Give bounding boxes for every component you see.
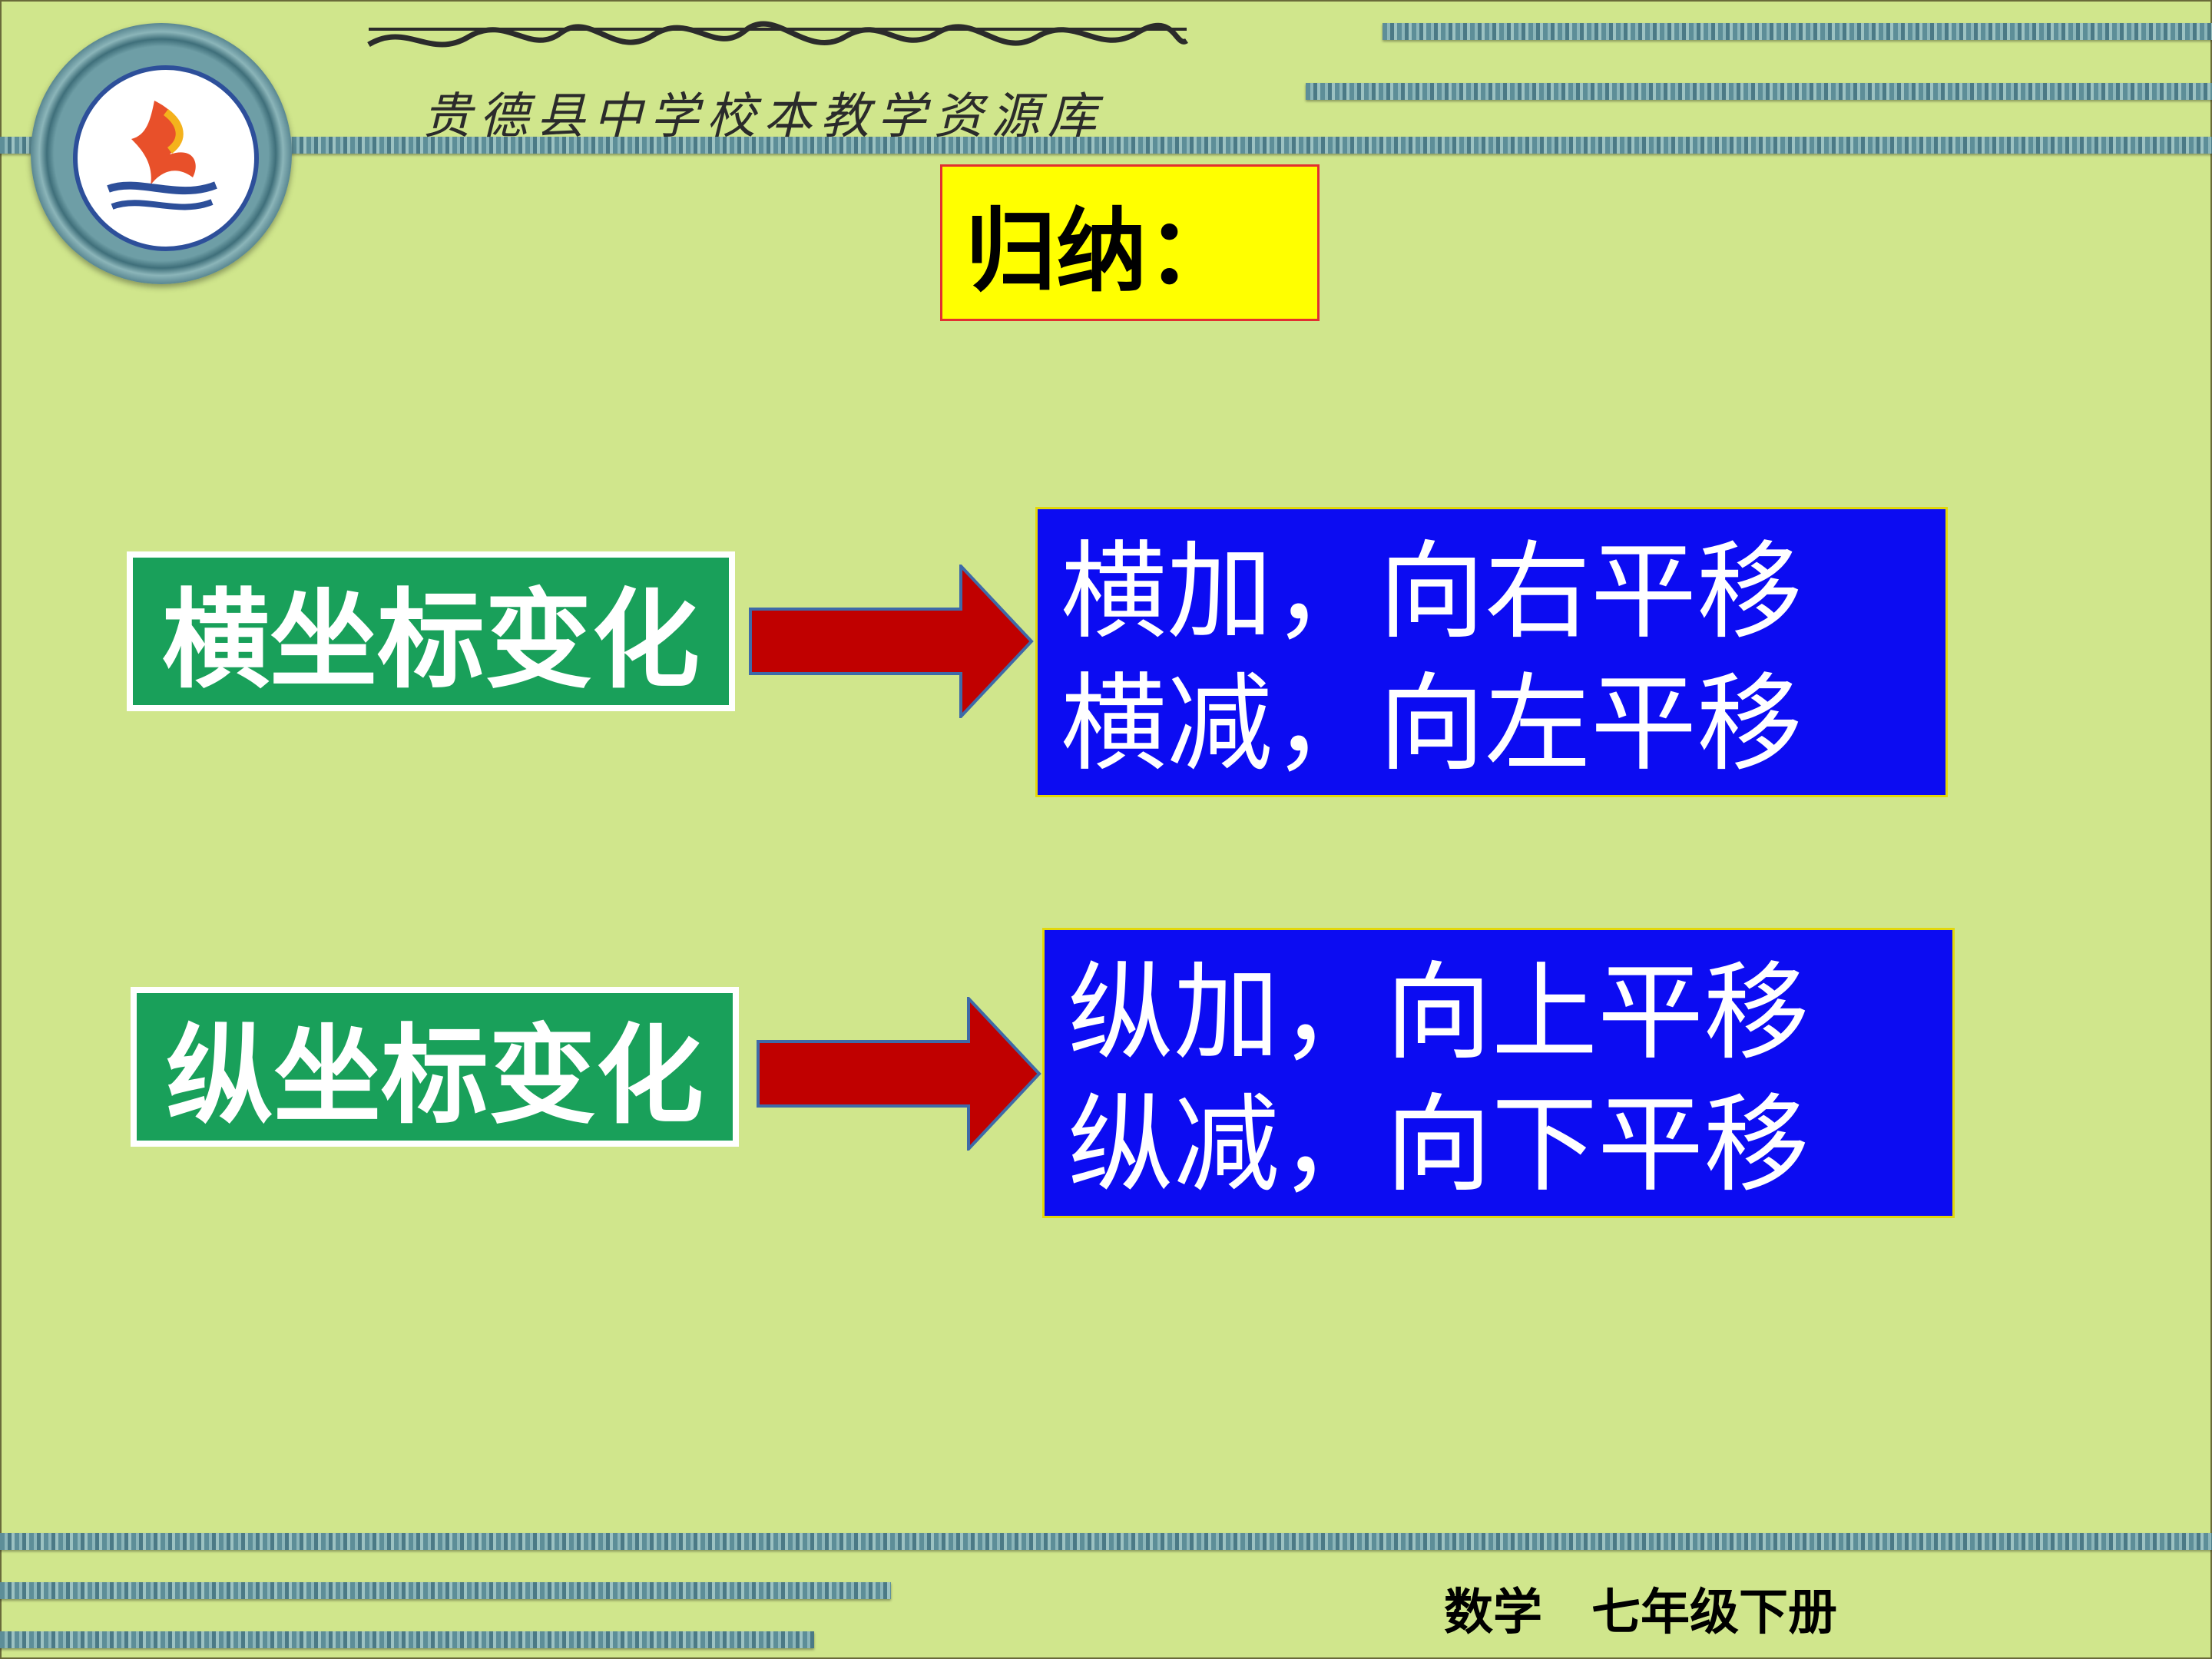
x-rule-add: 横加，向右平移 bbox=[1061, 530, 1803, 654]
x-coordinate-change-label: 横坐标变化 bbox=[127, 551, 735, 711]
school-logo bbox=[73, 65, 259, 251]
school-emblem-icon bbox=[107, 101, 217, 210]
header-band-3 bbox=[0, 137, 2212, 154]
y-rule-subtract: 纵减，向下平移 bbox=[1068, 1083, 1810, 1207]
header-band-2 bbox=[1306, 83, 2212, 100]
y-coordinate-change-label: 纵坐标变化 bbox=[131, 987, 739, 1147]
summary-title: 归纳： bbox=[940, 164, 1320, 321]
right-arrow-icon bbox=[749, 565, 1034, 718]
y-rule-add: 纵加，向上平移 bbox=[1068, 951, 1810, 1075]
x-rule-subtract: 横减，向左平移 bbox=[1061, 662, 1803, 786]
footer-subject: 数学 七年级下册 bbox=[1444, 1584, 1837, 1641]
y-rule-box: 纵加，向上平移 纵减，向下平移 bbox=[1042, 928, 1955, 1218]
header-band-1 bbox=[1382, 23, 2212, 40]
tibetan-script-logo bbox=[367, 21, 1188, 48]
footer-band-1 bbox=[0, 1533, 2212, 1550]
school-title: 贵德县中学校本教学资源库 bbox=[422, 88, 1104, 145]
x-rule-box: 横加，向右平移 横减，向左平移 bbox=[1035, 507, 1948, 797]
right-arrow-icon bbox=[757, 997, 1041, 1151]
footer-band-3 bbox=[0, 1631, 814, 1648]
footer-band-2 bbox=[0, 1582, 891, 1599]
